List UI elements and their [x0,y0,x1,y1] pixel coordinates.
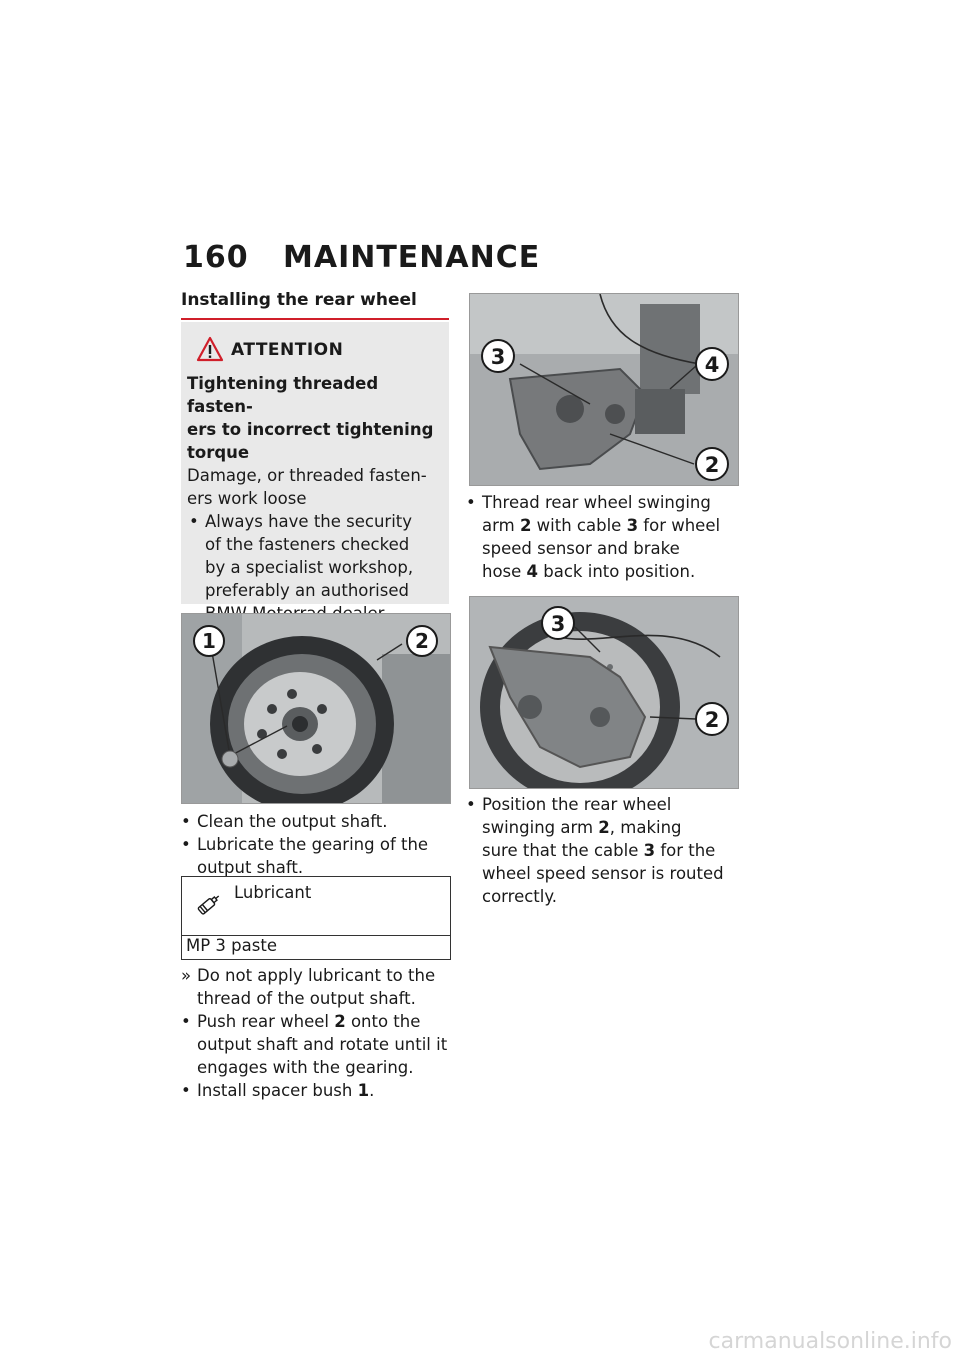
attention-heading: Tightening threaded fasten- ers to incor… [187,374,434,462]
steps-left: •Clean the output shaft. • Lubricate the… [181,810,453,879]
callout-2b: 2 [705,453,720,477]
result-no-lubricant-thread: » Do not apply lubricant to the thread o… [181,966,436,1008]
step-thread-swinging-arm: • Thread rear wheel swinging arm 2 with … [466,493,721,581]
page-number: 160 [183,240,249,275]
position-swinging-arm-photo: 3 2 [469,596,739,789]
callout-4: 4 [705,353,720,377]
lubricant-value: MP 3 paste [186,936,277,955]
position-arm-illustration: 3 2 [470,597,738,788]
lubricant-label: Lubricant [234,883,312,902]
step-install-spacer-bush: • Install spacer bush 1. [181,1081,375,1100]
lubricant-tube-icon [197,895,220,915]
attention-consequence: Damage, or threaded fasten- ers work loo… [187,466,427,508]
callout-3b: 3 [551,612,566,636]
swinging-arm-brake-hose-photo: 3 4 2 [469,293,739,486]
swinging-arm-illustration: 3 4 2 [470,294,738,485]
callout-3: 3 [491,345,506,369]
section-heading: Installing the rear wheel [181,290,449,320]
callout-1: 1 [202,629,216,653]
step-push-rear-wheel: • Push rear wheel 2 onto the output shaf… [181,1012,448,1077]
callout-2: 2 [415,629,429,653]
attention-body: Tightening threaded fasten- ers to incor… [187,372,439,625]
steps-left-2: » Do not apply lubricant to the thread o… [181,964,453,1102]
step-clean-output-shaft: •Clean the output shaft. [181,812,388,831]
lubricant-box: Lubricant MP 3 paste [181,876,451,960]
steps-right-2: • Position the rear wheel swinging arm 2… [466,793,746,908]
rear-wheel-illustration: 1 2 [182,614,450,803]
attention-box: ATTENTION Tightening threaded fasten- er… [181,322,449,623]
steps-right-1: • Thread rear wheel swinging arm 2 with … [466,491,746,583]
watermark: carmanualsonline.info [708,1329,952,1354]
step-position-swinging-arm: • Position the rear wheel swinging arm 2… [466,795,724,906]
callout-2c: 2 [705,708,720,732]
page-title: MAINTENANCE [283,240,541,275]
attention-bullet: Always have the security of the fastener… [187,510,439,625]
attention-label: ATTENTION [231,340,344,360]
rear-wheel-photo: 1 2 [181,613,451,804]
step-lubricate-gearing: • Lubricate the gearing of the output sh… [181,835,429,877]
warning-triangle-icon [196,336,224,362]
